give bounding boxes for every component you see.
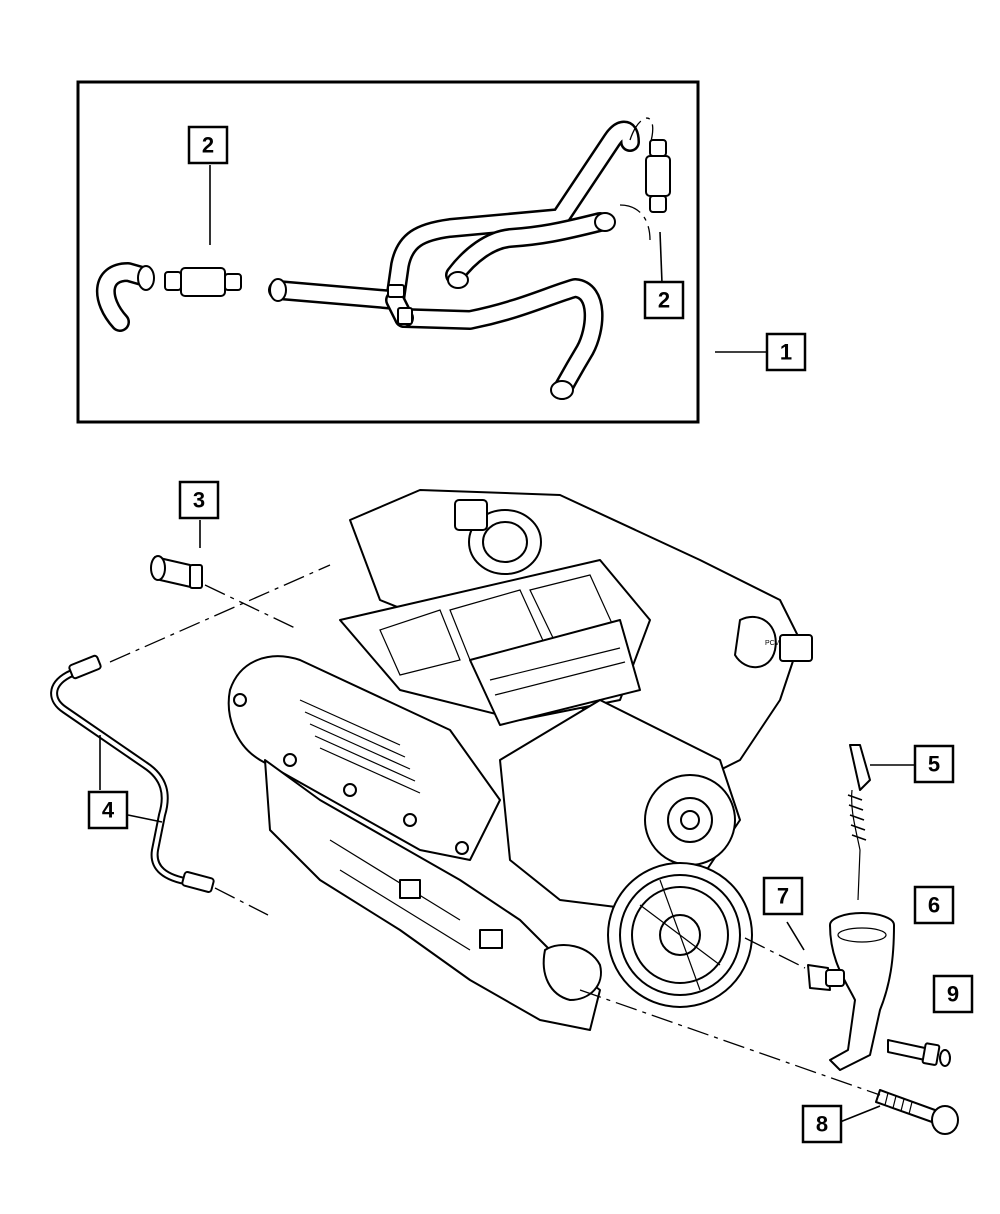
pcv-fitting	[150, 555, 203, 589]
dipstick-tube	[829, 912, 895, 1071]
oil-dipstick	[847, 744, 871, 901]
water-pump-pulley	[644, 774, 736, 866]
pcv-hose-network	[268, 120, 640, 400]
callout-9: 9	[932, 974, 974, 1014]
svg-text:3: 3	[193, 488, 205, 513]
temperature-sensor	[807, 964, 845, 991]
svg-text:5: 5	[928, 752, 940, 777]
svg-text:9: 9	[947, 982, 959, 1007]
pcv-valve-left	[164, 267, 242, 297]
elbow-hose	[96, 262, 155, 332]
callout-3: 3	[178, 480, 220, 520]
svg-text:1: 1	[780, 340, 792, 365]
callout-1: 1	[765, 332, 807, 372]
callout-4: 4	[87, 790, 129, 830]
housing-label: PCV	[765, 640, 780, 647]
hose-assembly-inset	[76, 80, 700, 424]
bolt-short	[887, 1039, 951, 1067]
pcv-valve-right	[645, 139, 671, 213]
svg-text:4: 4	[102, 798, 115, 823]
svg-text:2: 2	[658, 288, 670, 313]
callout-5: 5	[913, 744, 955, 784]
vent-tube	[50, 654, 215, 893]
engine-assembly: PCV	[227, 489, 813, 1031]
callout-2-left: 2	[187, 125, 229, 165]
svg-text:2: 2	[202, 133, 214, 158]
throttle-body	[454, 499, 542, 575]
bolt-long	[875, 1089, 959, 1135]
crankshaft-damper	[607, 862, 753, 1008]
callout-8: 8	[801, 1104, 843, 1144]
svg-text:8: 8	[816, 1112, 828, 1137]
svg-text:6: 6	[928, 893, 940, 918]
callout-6: 6	[913, 885, 955, 925]
valve-cover	[227, 655, 501, 861]
svg-text:7: 7	[777, 884, 789, 909]
phantom-hose	[629, 117, 654, 146]
callout-7: 7	[762, 876, 804, 916]
callout-2-right: 2	[643, 280, 685, 320]
